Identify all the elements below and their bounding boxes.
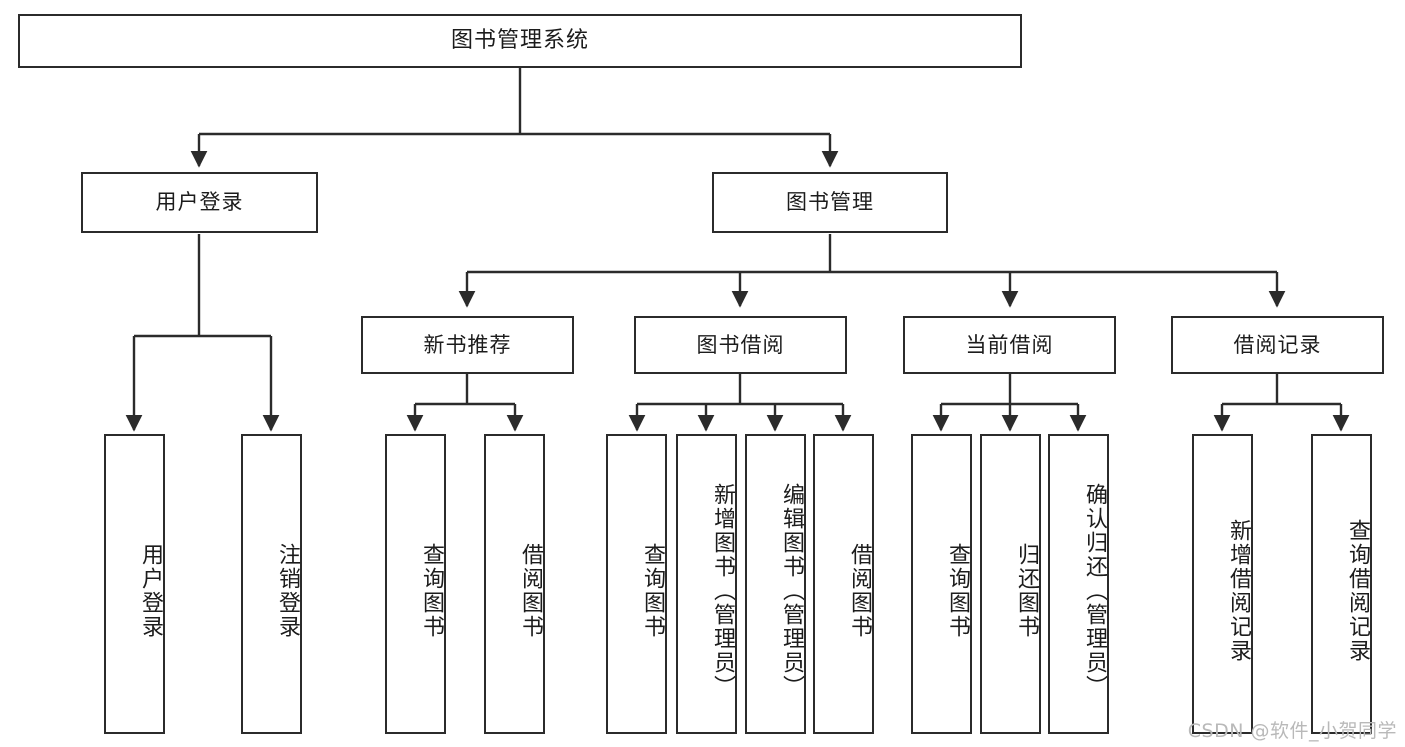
node-label: 当前借阅 xyxy=(965,332,1054,357)
leaf-add-borrow-record[interactable]: 新增借阅记录 xyxy=(1192,434,1253,734)
node-label: 编辑图书（管理员） xyxy=(779,483,804,699)
leaf-query-borrow-record[interactable]: 查询借阅记录 xyxy=(1311,434,1372,734)
watermark: CSDN @软件_小贺同学 xyxy=(1187,720,1397,742)
node-new-book-recommend[interactable]: 新书推荐 xyxy=(361,316,574,374)
node-label: 借阅记录 xyxy=(1233,332,1322,357)
leaf-borrow-book-recommend[interactable]: 借阅图书 xyxy=(484,434,545,734)
leaf-query-book-current[interactable]: 查询图书 xyxy=(911,434,972,734)
node-label: 归还图书 xyxy=(1014,543,1039,639)
node-label: 用户登录 xyxy=(138,543,163,639)
node-book-management[interactable]: 图书管理 xyxy=(712,172,948,233)
node-label: 查询借阅记录 xyxy=(1345,519,1370,663)
node-label: 查询图书 xyxy=(945,543,970,639)
node-borrow-records[interactable]: 借阅记录 xyxy=(1171,316,1384,374)
leaf-edit-book-admin[interactable]: 编辑图书（管理员） xyxy=(745,434,806,734)
node-label: 新增图书（管理员） xyxy=(710,483,735,699)
node-label: 查询图书 xyxy=(419,543,444,639)
node-label: 确认归还（管理员） xyxy=(1082,483,1107,699)
leaf-borrow-book[interactable]: 借阅图书 xyxy=(813,434,874,734)
node-user-login[interactable]: 用户登录 xyxy=(81,172,318,233)
node-current-borrow[interactable]: 当前借阅 xyxy=(903,316,1116,374)
leaf-query-book-recommend[interactable]: 查询图书 xyxy=(385,434,446,734)
node-label: 查询图书 xyxy=(640,543,665,639)
node-label: 借阅图书 xyxy=(847,543,872,639)
leaf-return-book[interactable]: 归还图书 xyxy=(980,434,1041,734)
node-label: 注销登录 xyxy=(275,543,300,639)
node-label: 图书借阅 xyxy=(696,332,785,357)
node-label: 图书管理 xyxy=(786,190,874,214)
node-label: 用户登录 xyxy=(155,190,244,214)
leaf-confirm-return-admin[interactable]: 确认归还（管理员） xyxy=(1048,434,1109,734)
node-book-borrow[interactable]: 图书借阅 xyxy=(634,316,847,374)
node-root-system[interactable]: 图书管理系统 xyxy=(18,14,1022,68)
node-label: 新增借阅记录 xyxy=(1226,519,1251,663)
leaf-logout[interactable]: 注销登录 xyxy=(241,434,302,734)
node-label: 图书管理系统 xyxy=(450,28,589,53)
leaf-user-login[interactable]: 用户登录 xyxy=(104,434,165,734)
node-label: 借阅图书 xyxy=(518,543,543,639)
leaf-add-book-admin[interactable]: 新增图书（管理员） xyxy=(676,434,737,734)
node-label: 新书推荐 xyxy=(423,332,512,357)
leaf-query-book[interactable]: 查询图书 xyxy=(606,434,667,734)
